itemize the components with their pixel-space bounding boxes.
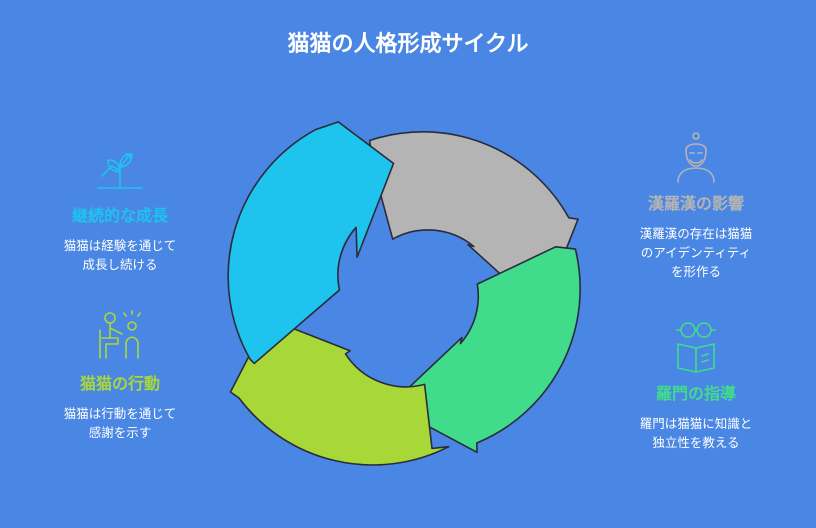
desc-line: のアイデンティティ [640,245,752,260]
stage-luomen-guidance: 羅門の指導 羅門は猫猫に知識と 独立性を教える [616,318,776,452]
desc-line: を形作る [670,264,721,279]
desc-line: 感謝を示す [88,425,152,440]
reading-book-icon [676,322,716,373]
desc-line: 成長し続ける [82,257,158,272]
stage-continuous-growth: 継続的な成長 猫猫は経験を通じて 成長し続ける [40,140,200,274]
stage-maomao-action: 猫猫の行動 猫猫は行動を通じて 感謝を示す [40,308,200,442]
cyan-arrow [227,121,395,365]
page-title: 猫猫の人格形成サイクル [287,32,529,57]
stage-luo-han-influence: 漢羅漢の影響 漢羅漢の存在は猫猫 のアイデンティティ を形作る [616,128,776,281]
cycle-diagram [227,121,581,466]
stage-heading: 猫猫の行動 [79,374,160,393]
helping-person-icon [99,310,141,359]
stage-description: 漢羅漢の存在は猫猫 のアイデンティティ を形作る [616,224,776,281]
stage-description: 猫猫は経験を通じて 成長し続ける [40,236,200,274]
stage-heading: 漢羅漢の影響 [647,194,744,213]
desc-line: 独立性を教える [652,435,740,450]
elder-person-icon [677,132,715,183]
desc-line: 猫猫は行動を通じて [63,406,177,421]
lime-arrow [229,317,450,466]
stage-heading: 継続的な成長 [71,206,168,225]
desc-line: 漢羅漢の存在は猫猫 [639,226,753,241]
desc-line: 猫猫は経験を通じて [63,238,177,253]
stage-description: 羅門は猫猫に知識と 独立性を教える [616,414,776,452]
stage-description: 猫猫は行動を通じて 感謝を示す [40,404,200,442]
desc-line: 羅門は猫猫に知識と [639,416,753,431]
growth-plant-icon [97,153,143,189]
green-arrow [388,246,581,454]
stage-heading: 羅門の指導 [655,384,736,403]
